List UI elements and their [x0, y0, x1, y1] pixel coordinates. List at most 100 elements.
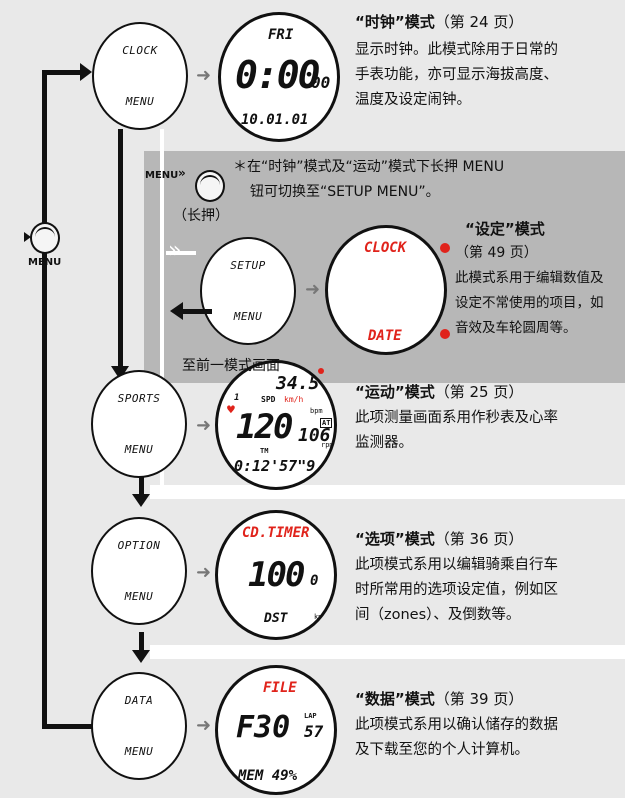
double-arrow-icon: » — [178, 166, 186, 180]
loop-line-top — [42, 70, 82, 75]
data-file-label: FILE — [263, 680, 297, 696]
sports-spd-label: SPD — [261, 395, 276, 404]
mode-setup[interactable]: SETUP MENU — [200, 237, 296, 345]
loop-line-bottom — [42, 724, 96, 729]
sports-spd-unit: km/h — [284, 395, 304, 404]
setup-note-hold: （长押） — [173, 208, 229, 224]
clock-day: FRI — [268, 27, 294, 43]
data-mode-desc: 此项模式系用以确认储存的数据 及下载至您的个人计算机。 — [355, 713, 558, 763]
desc-line: 此项测量画面系用作秒表及心率 — [355, 410, 558, 426]
arrow-right-icon: ➜ — [305, 279, 321, 300]
clock-mode-title-text: “时钟”模式 — [355, 13, 435, 31]
option-km: km — [314, 613, 323, 621]
setup-date-item: DATE — [368, 328, 402, 344]
arrow-right-icon: ➜ — [196, 562, 212, 583]
desc-line: 时所常用的选项设定值，例如区 — [355, 582, 558, 598]
mode-data-label: DATA — [124, 694, 154, 707]
desc-line: 音效及车轮圆周等。 — [455, 320, 577, 336]
mode-option-menu: MENU — [124, 590, 154, 603]
sports-display: 34.5 SPD km/h bpm AT 1 120 106 rpm TM 0:… — [215, 360, 337, 490]
setup-display: CLOCK DATE — [325, 225, 447, 355]
setup-entry-line — [166, 251, 196, 255]
mode-setup-menu: MENU — [233, 310, 263, 323]
arrow-right-icon: ➜ — [196, 415, 212, 436]
sports-cadence-small: 106 — [298, 425, 331, 446]
setup-mode-title: “设定”模式 — [465, 218, 545, 239]
data-file-number: F30 — [236, 710, 291, 745]
back-label: 至前一模式画面 — [182, 358, 280, 374]
desc-line: 此项模式系用以编辑骑乘自行车 — [355, 557, 558, 573]
sports-mode-title: “运动”模式（第 25 页） — [355, 381, 523, 402]
desc-line: 及下载至您的个人计算机。 — [355, 742, 529, 758]
mode-clock-label: CLOCK — [122, 44, 158, 57]
option-mode-title: “选项”模式（第 36 页） — [355, 528, 523, 549]
clock-seconds: 00 — [311, 73, 331, 92]
flow-arrow-head — [132, 494, 150, 507]
setup-mode-desc: 此模式系用于编辑数值及 设定不常使用的项目，如 音效及车轮圆周等。 — [455, 266, 604, 341]
flow-arrow-head — [132, 650, 150, 663]
mode-clock-menu: MENU — [125, 95, 155, 108]
option-mode-title-text: “选项”模式 — [355, 530, 435, 548]
desc-line: 间（zones）、及倒数等。 — [355, 607, 521, 623]
mode-sports[interactable]: SPORTS MENU — [91, 370, 187, 478]
setup-mode-title-text: “设定”模式 — [465, 220, 545, 238]
option-dst: DST — [264, 611, 288, 626]
heart-icon: ♥ — [227, 403, 235, 418]
menu-button-label: MENU — [28, 257, 62, 268]
mode-clock[interactable]: CLOCK MENU — [92, 22, 188, 130]
sports-mode-title-text: “运动”模式 — [355, 383, 435, 401]
mode-sports-menu: MENU — [124, 443, 154, 456]
flow-line — [118, 129, 123, 369]
data-mode-title: “数据”模式（第 39 页） — [355, 688, 523, 709]
desc-line: 监测器。 — [355, 435, 413, 451]
data-lap-number: 57 — [304, 722, 324, 741]
arrow-right-icon: ➜ — [196, 715, 212, 736]
arrow-right-icon: ➜ — [196, 65, 212, 86]
sports-mode-page: （第 25 页） — [434, 383, 524, 401]
sports-red-marker — [318, 368, 324, 374]
setup-clock-item: CLOCK — [364, 240, 407, 256]
separator — [150, 485, 625, 499]
desc-line: 手表功能，亦可显示海拔高度、 — [355, 67, 558, 83]
mode-data[interactable]: DATA MENU — [91, 672, 187, 780]
flow-line — [139, 476, 144, 496]
setup-button-dot — [440, 243, 450, 253]
desc-line: 显示时钟。此模式除用于日常的 — [355, 42, 558, 58]
setup-button-dot — [440, 329, 450, 339]
sports-bpm: bpm — [310, 407, 323, 415]
separator — [150, 645, 625, 659]
sports-cadence-main: 120 — [236, 407, 293, 447]
option-countdown-label: CD.TIMER — [242, 525, 310, 541]
back-arrow-head — [170, 302, 183, 320]
setup-mode-page: （第 49 页） — [455, 245, 538, 261]
sports-mode-desc: 此项测量画面系用作秒表及心率 监测器。 — [355, 406, 558, 456]
clock-time: 0:00 — [235, 53, 321, 97]
sports-time: 0:12'57"9 — [234, 457, 316, 475]
setup-note-line1: ＊在“时钟”模式及“运动”模式下长押 MENU — [233, 159, 505, 175]
sports-tm: TM — [260, 447, 269, 455]
setup-note-menu: MENU — [145, 170, 179, 181]
menu-pointer — [24, 232, 31, 242]
data-display: FILE F30 LAP 57 MEM 49% — [215, 665, 337, 795]
option-mode-desc: 此项模式系用以编辑骑乘自行车 时所常用的选项设定值，例如区 间（zones）、及… — [355, 553, 558, 628]
setup-return-line — [160, 129, 164, 489]
clock-mode-page: （第 24 页） — [434, 13, 524, 31]
menu-button-icon[interactable] — [30, 222, 60, 254]
clock-mode-desc: 显示时钟。此模式除用于日常的 手表功能，亦可显示海拔高度、 温度及设定闹钟。 — [355, 38, 558, 113]
data-lap-label: LAP — [304, 712, 317, 720]
sports-speed: 34.5 — [276, 373, 320, 394]
option-value: 100 — [248, 555, 305, 595]
mode-data-menu: MENU — [124, 745, 154, 758]
loop-line — [42, 72, 47, 727]
sports-at: AT — [320, 418, 333, 428]
back-arrow-line — [182, 309, 212, 314]
clock-display: FRI 0:00 00 10.01.01 — [218, 12, 340, 142]
flow-line — [139, 632, 144, 652]
desc-line: 温度及设定闹钟。 — [355, 92, 471, 108]
option-mode-page: （第 36 页） — [434, 530, 524, 548]
mode-option[interactable]: OPTION MENU — [91, 517, 187, 625]
data-mode-page: （第 39 页） — [434, 690, 524, 708]
sports-lap-marker: 1 — [234, 393, 240, 403]
data-mode-title-text: “数据”模式 — [355, 690, 435, 708]
mode-sports-label: SPORTS — [117, 392, 161, 405]
